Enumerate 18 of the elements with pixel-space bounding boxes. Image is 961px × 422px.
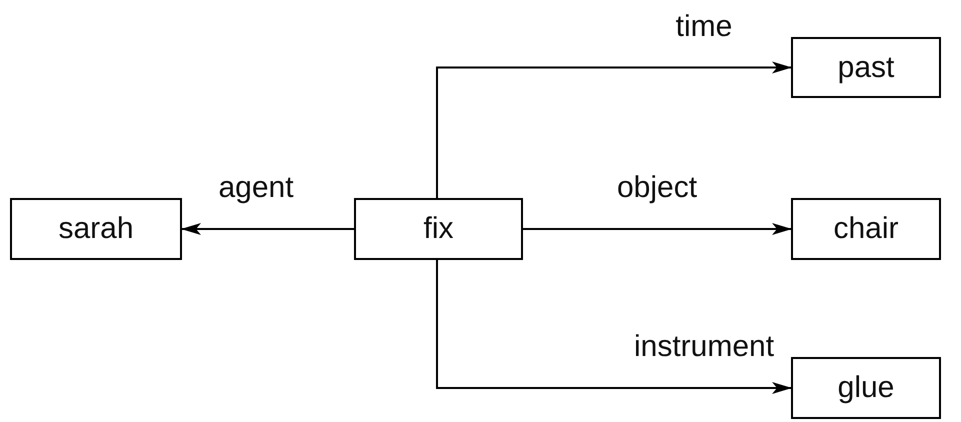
concept-box <box>10 198 182 260</box>
node-label: sarah <box>58 212 134 246</box>
arrow <box>436 62 792 198</box>
node-label: glue <box>838 371 894 405</box>
concept-box <box>791 37 941 98</box>
node-label: fix <box>424 212 454 246</box>
concept-box <box>791 198 941 260</box>
node-label: chair <box>833 212 899 246</box>
arrow <box>436 260 792 394</box>
edge-label: agent <box>218 173 294 203</box>
edge-label: time <box>676 12 732 42</box>
edge-label: object <box>616 173 698 203</box>
concept-box <box>791 357 941 419</box>
edge-label: instrument <box>634 332 774 362</box>
arrow <box>181 223 354 235</box>
arrow <box>523 223 792 235</box>
concept-box <box>354 198 523 260</box>
node-label: past <box>838 50 894 84</box>
